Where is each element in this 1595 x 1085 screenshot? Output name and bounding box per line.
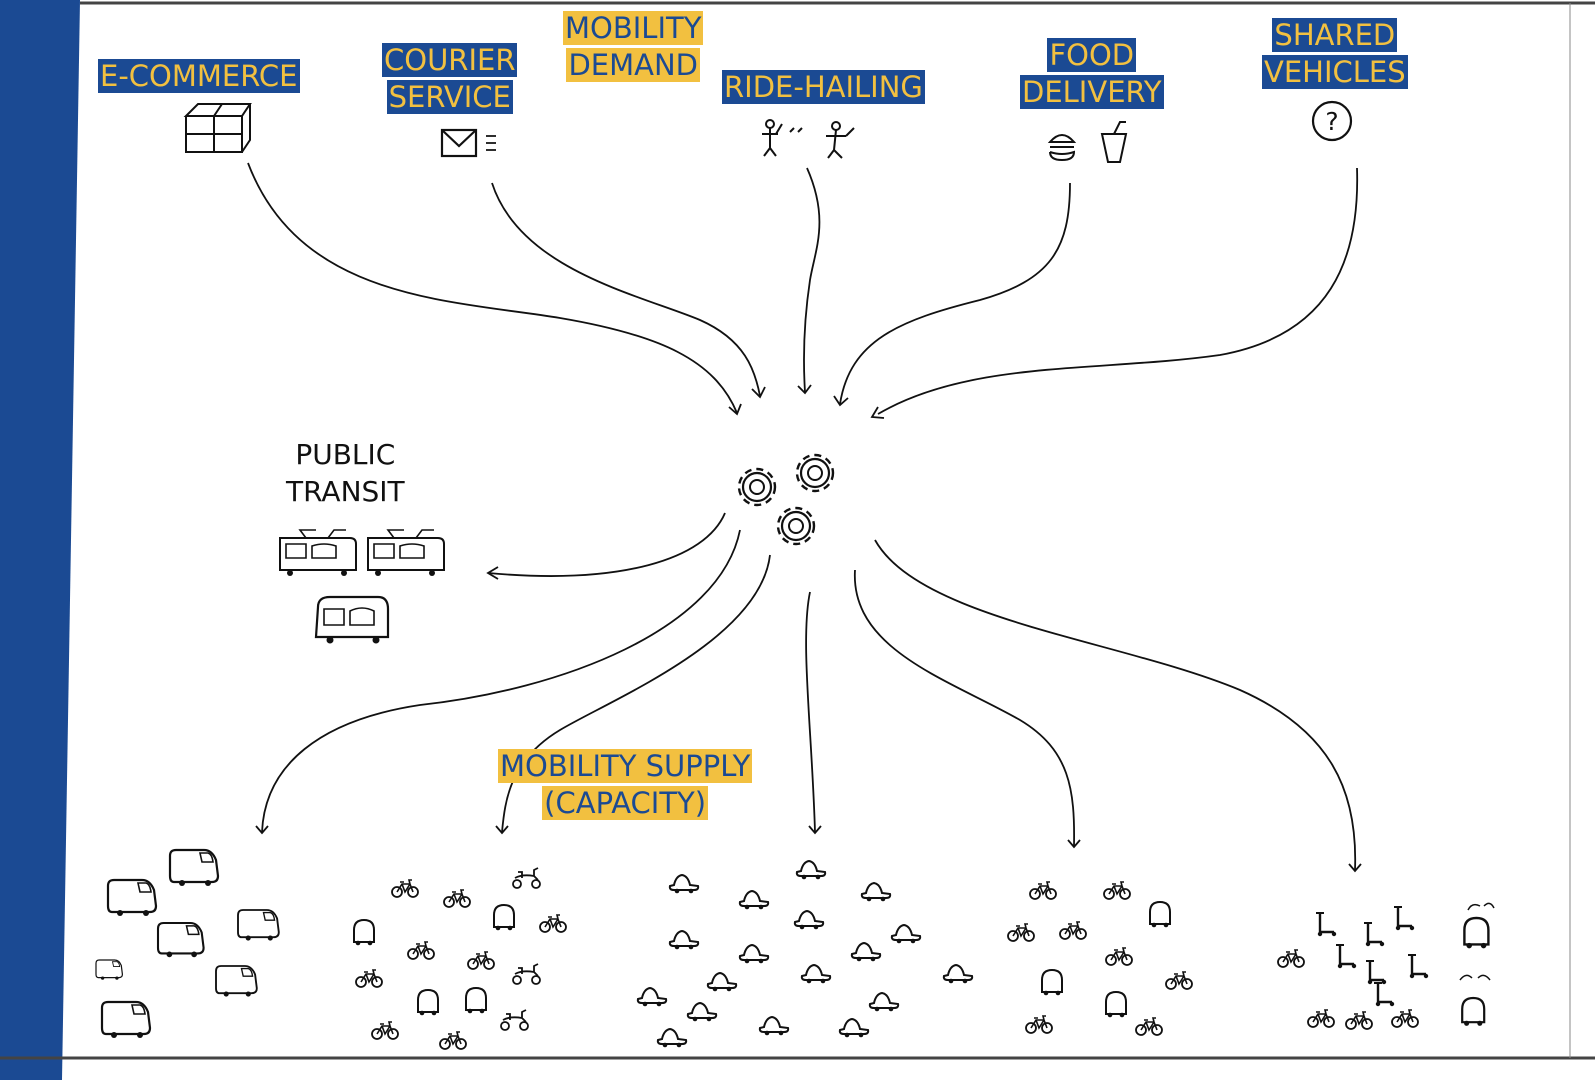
- hailing-people-icon: [762, 119, 855, 159]
- tram-bus-icon: [279, 529, 445, 645]
- package-icon: [183, 103, 252, 153]
- scooter-fleet-icon: [1277, 902, 1495, 1030]
- left-blue-band: [0, 0, 80, 1080]
- question-icon: ?: [1311, 100, 1353, 142]
- arrow-public-transit: [487, 512, 726, 577]
- arrow-food: [839, 182, 1071, 405]
- supply-arrows: [261, 512, 1357, 871]
- arrow-courier: [491, 182, 761, 397]
- demand-arrows: [247, 162, 1359, 415]
- label-food-delivery: FOOD DELIVERY: [1020, 38, 1164, 109]
- arrow-bikes-mixed: [501, 554, 771, 833]
- svg-text:?: ?: [1325, 107, 1338, 136]
- label-ecommerce: E-COMMERCE: [98, 59, 300, 93]
- label-public-transit: PUBLIC TRANSIT: [286, 438, 405, 508]
- arrow-scooters: [874, 539, 1357, 871]
- arrow-bikes-pods: [854, 569, 1076, 847]
- bike-pod-fleet-icon: [1007, 881, 1193, 1036]
- label-courier-service: COURIER SERVICE: [382, 43, 518, 114]
- envelope-icon: [440, 128, 496, 158]
- label-shared-vehicles: SHARED VEHICLES: [1262, 18, 1408, 89]
- arrow-ride-hailing: [803, 167, 821, 393]
- gears-icon: [737, 453, 835, 546]
- van-fleet-icon: [95, 848, 280, 1040]
- burger-drink-icon: [1047, 121, 1128, 163]
- car-fleet-icon: [636, 860, 974, 1049]
- demand-arrowheads: [728, 384, 885, 419]
- arrow-vans: [261, 529, 741, 833]
- label-mobility-supply: MOBILITY SUPPLY (CAPACITY): [498, 749, 753, 820]
- bike-fleet-icon: [353, 867, 567, 1050]
- arrow-ecommerce: [247, 162, 738, 414]
- label-mobility-demand: MOBILITY DEMAND: [563, 11, 704, 82]
- arrow-shared: [877, 167, 1359, 415]
- supply-arrowheads: [255, 566, 1362, 873]
- label-ride-hailing: RIDE-HAILING: [722, 70, 925, 104]
- arrow-cars: [805, 591, 816, 833]
